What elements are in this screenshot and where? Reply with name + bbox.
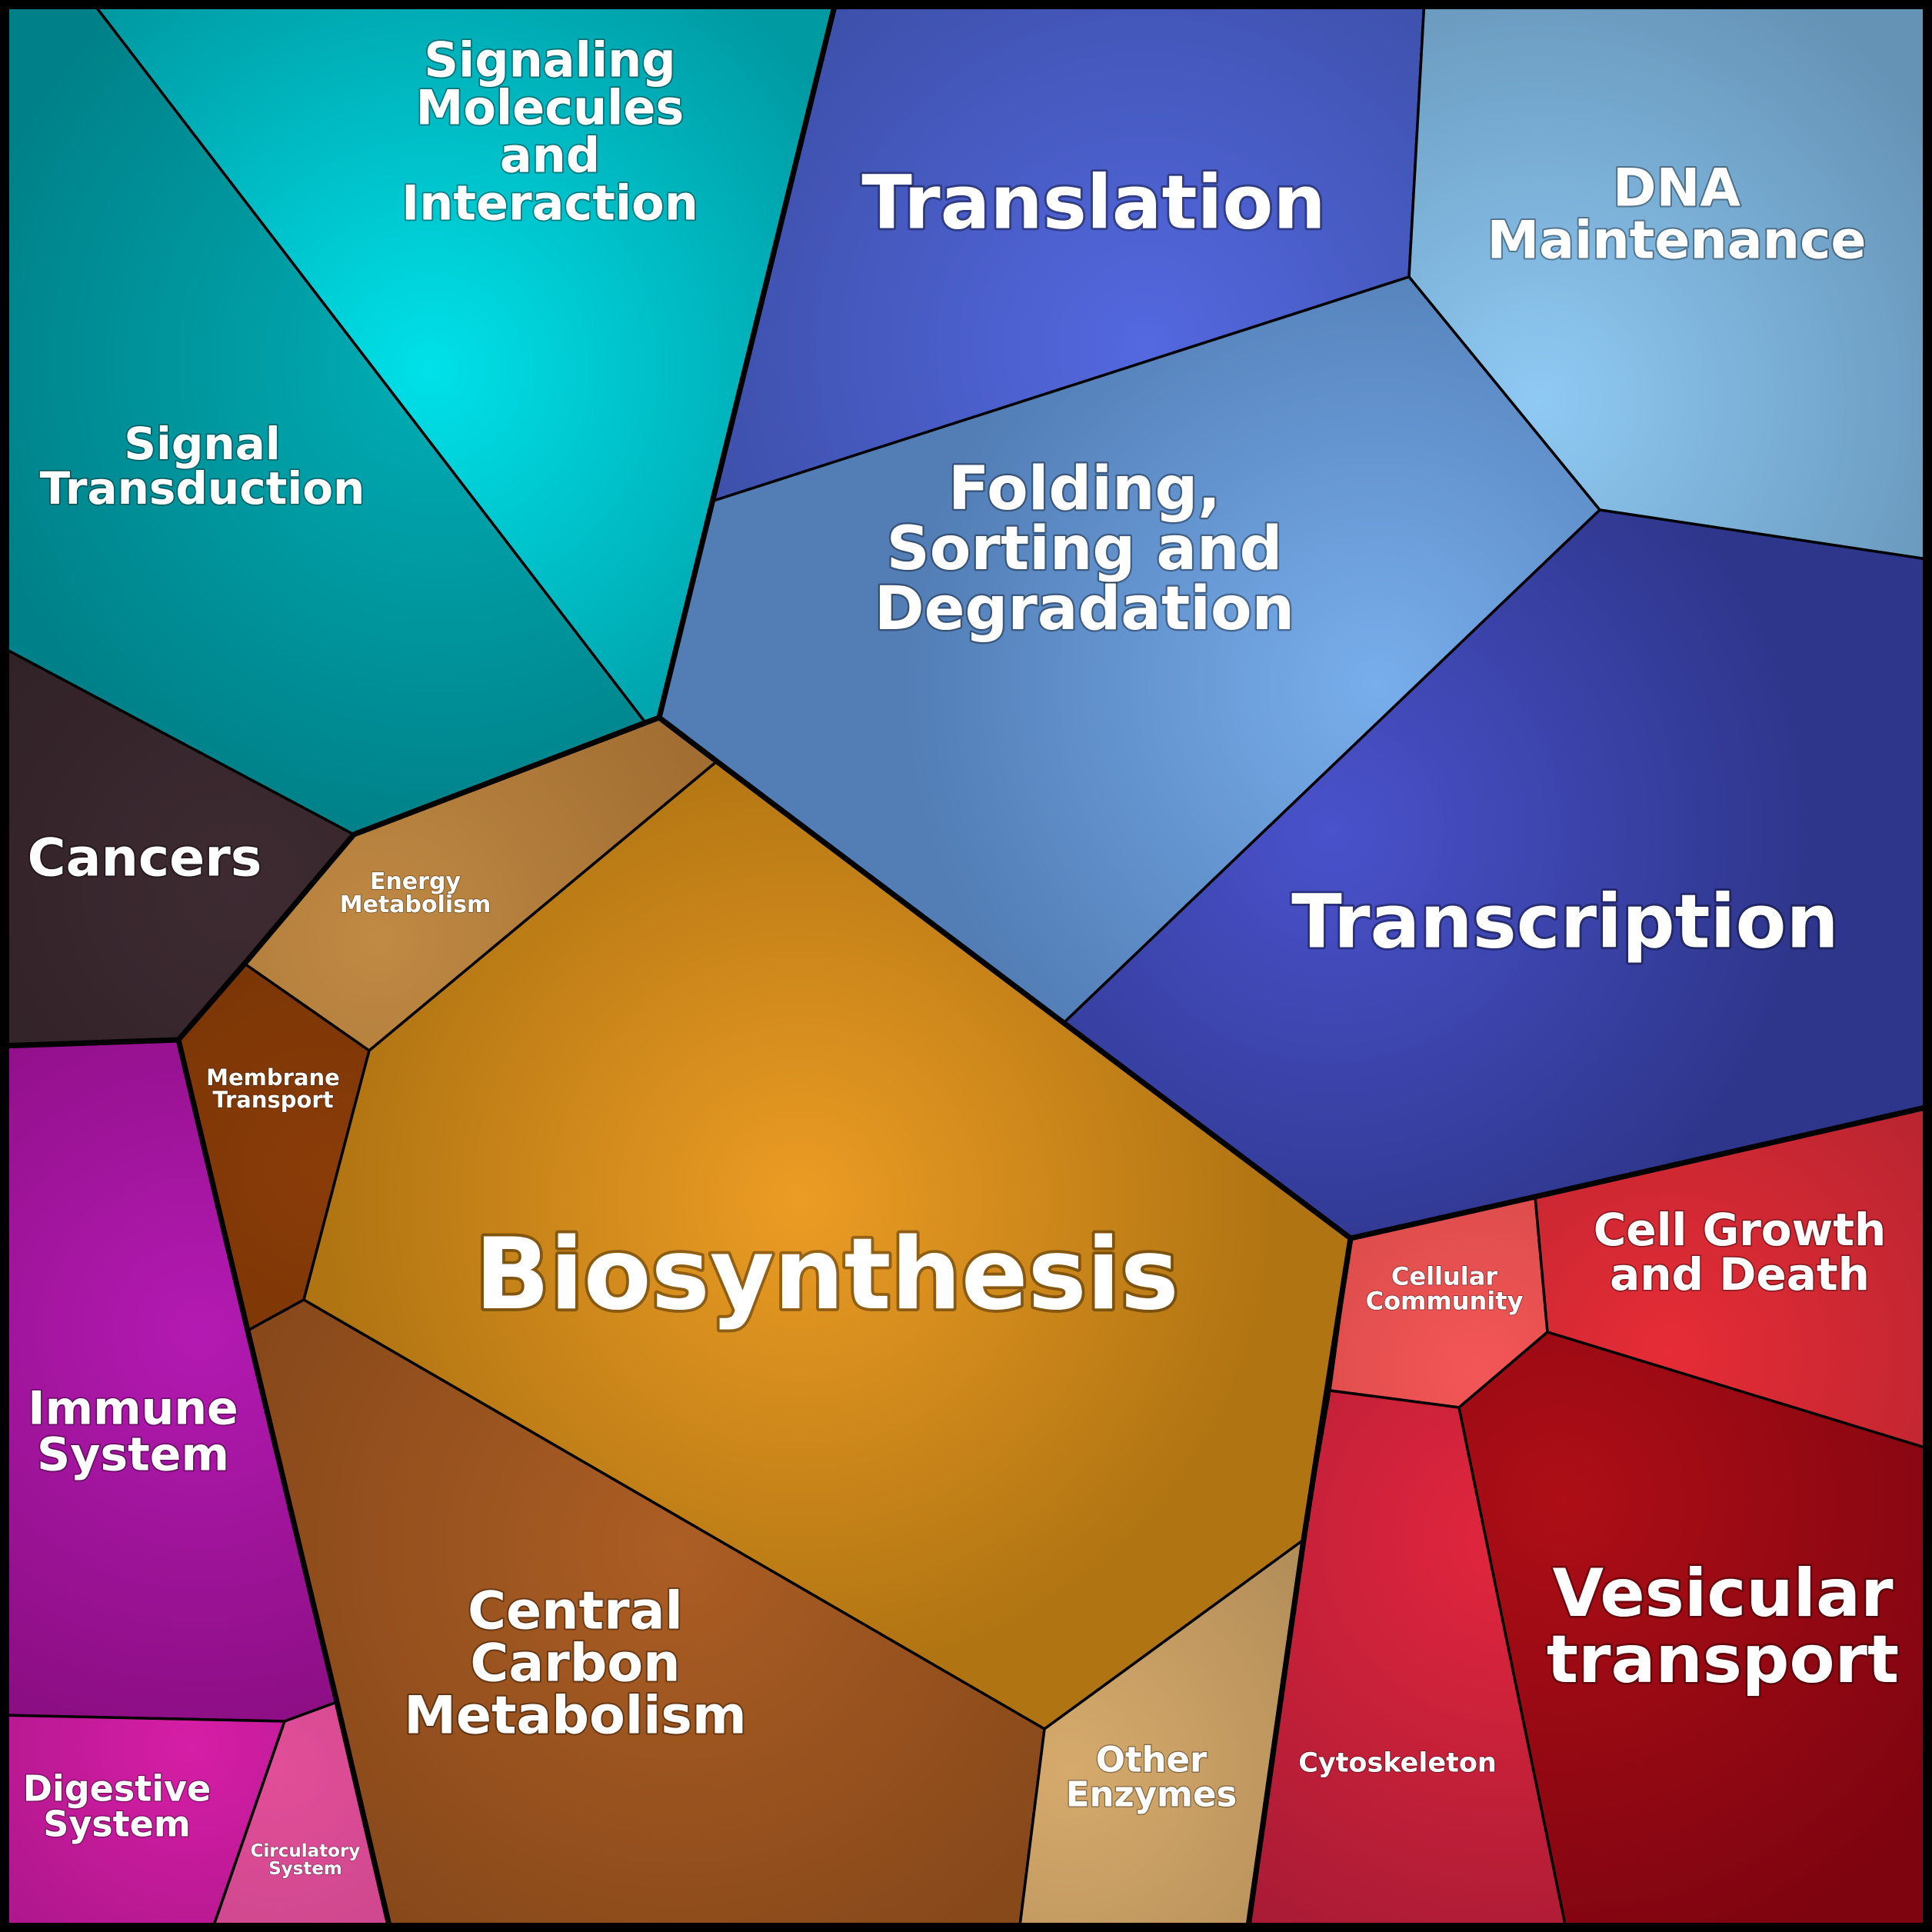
label-line: Carbon	[470, 1633, 680, 1694]
label-line: Cancers	[28, 828, 262, 888]
label-line: Signal	[124, 418, 280, 470]
label-line: Degradation	[874, 575, 1294, 644]
label-translation: Translation	[861, 160, 1325, 246]
label-line: Cellular	[1391, 1262, 1497, 1291]
label-line: Metabolism	[404, 1685, 747, 1746]
label-line: Membrane	[206, 1064, 340, 1091]
label-line: Vesicular	[1553, 1555, 1894, 1632]
label-line: Cell Growth	[1594, 1204, 1887, 1256]
label-line: and Death	[1610, 1248, 1870, 1301]
label-line: and	[500, 127, 600, 183]
label-line: Translation	[861, 160, 1325, 246]
label-line: Maintenance	[1487, 210, 1866, 271]
group-outline-organismal	[0, 1037, 394, 1932]
group-outline-cellular	[1244, 1103, 1932, 1932]
label-line: Central	[468, 1581, 683, 1641]
label-cytoskeleton: Cytoskeleton	[1298, 1748, 1497, 1779]
label-line: DNA	[1613, 158, 1740, 218]
label-line: Circulatory	[251, 1841, 361, 1861]
label-line: Transport	[212, 1087, 333, 1113]
label-line: Enzymes	[1066, 1774, 1237, 1815]
label-line: Molecules	[416, 79, 685, 135]
label-line: Biosynthesis	[475, 1217, 1179, 1332]
label-line: transport	[1547, 1621, 1899, 1698]
label-biosynthesis: Biosynthesis	[475, 1217, 1179, 1332]
cell-other-enzymes	[1018, 1538, 1305, 1932]
label-line: Folding,	[948, 455, 1221, 524]
label-line: Transduction	[40, 462, 365, 515]
label-line: Other	[1096, 1740, 1208, 1780]
label-line: Transcription	[1291, 879, 1839, 965]
label-line: System	[268, 1859, 342, 1879]
cell-circulatory-system	[210, 1700, 392, 1932]
label-cancers: Cancers	[28, 828, 262, 888]
cell-vesicular-transport	[1457, 1331, 1932, 1932]
label-line: Community	[1366, 1287, 1524, 1316]
label-line: Digestive	[23, 1768, 211, 1810]
label-line: Signaling	[424, 32, 675, 88]
label-line: Metabolism	[340, 891, 491, 918]
label-line: System	[43, 1804, 191, 1845]
label-line: Cytoskeleton	[1298, 1748, 1497, 1779]
label-transcription: Transcription	[1291, 879, 1839, 965]
label-line: Interaction	[401, 175, 698, 231]
label-line: Immune	[28, 1382, 238, 1436]
cell-digestive-system	[0, 1714, 286, 1932]
label-line: System	[37, 1428, 229, 1482]
label-line: Energy	[370, 868, 461, 895]
label-line: Sorting and	[887, 515, 1283, 584]
